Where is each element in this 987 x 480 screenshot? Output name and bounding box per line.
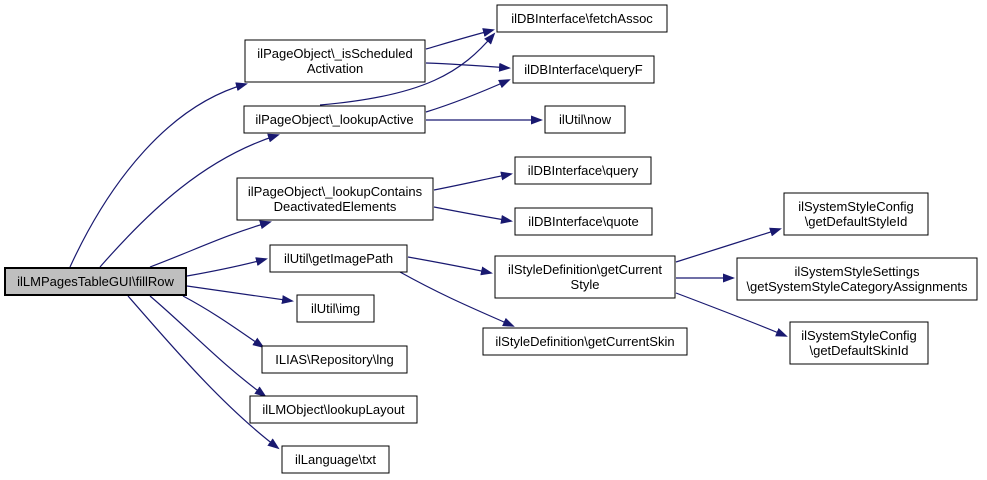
node-label-getCurrentSkin: ilStyleDefinition\getCurrentSkin xyxy=(495,334,674,349)
node-label-getImagePath: ilUtil\getImagePath xyxy=(284,251,393,266)
node-label-fillRow: ilLMPagesTableGUI\fillRow xyxy=(17,274,174,289)
edge-fillRow-lookupActive xyxy=(99,133,280,268)
node-box-quote[interactable] xyxy=(514,207,653,236)
node-getSystemStyleCategoryAssignments[interactable]: ilSystemStyleSettings\getSystemStyleCate… xyxy=(736,257,978,301)
node-box-lookupActive[interactable] xyxy=(243,105,426,134)
node-box-fillRow[interactable] xyxy=(4,267,187,296)
node-label-lng: ILIAS\Repository\lng xyxy=(275,352,394,367)
edge-lookupContainsDeactivatedElements-quote xyxy=(433,206,513,224)
node-label-fetchAssoc: ilDBInterface\fetchAssoc xyxy=(511,11,653,26)
edge-isScheduledActivation-fetchAssoc xyxy=(425,28,495,50)
node-txt[interactable]: ilLanguage\txt xyxy=(281,445,390,474)
edge-lookupActive-queryF xyxy=(425,79,511,113)
node-box-fetchAssoc[interactable] xyxy=(496,4,668,33)
edge-fillRow-txt xyxy=(127,295,280,450)
node-getDefaultStyleId[interactable]: ilSystemStyleConfig\getDefaultStyleId xyxy=(783,192,929,236)
node-quote[interactable]: ilDBInterface\quote xyxy=(514,207,653,236)
node-box-getDefaultSkinId[interactable] xyxy=(789,321,929,365)
node-queryF[interactable]: ilDBInterface\queryF xyxy=(512,55,655,84)
edge-isScheduledActivation-queryF xyxy=(425,62,511,72)
edge-getCurrentStyle-getDefaultStyleId xyxy=(675,227,782,263)
node-getCurrentSkin[interactable]: ilStyleDefinition\getCurrentSkin xyxy=(482,327,688,356)
edge-getImagePath-getCurrentSkin xyxy=(399,271,515,327)
node-box-lookupLayout[interactable] xyxy=(249,395,418,424)
node-now[interactable]: ilUtil\now xyxy=(544,105,626,134)
node-label-query: ilDBInterface\query xyxy=(528,163,639,178)
node-box-getImagePath[interactable] xyxy=(269,244,408,273)
node-label-txt: ilLanguage\txt xyxy=(295,452,376,467)
node-label-getSystemStyleCategoryAssignments: ilSystemStyleSettings\getSystemStyleCate… xyxy=(746,264,968,294)
edge-fillRow-isScheduledActivation xyxy=(69,82,248,268)
node-label-getDefaultSkinId: ilSystemStyleConfig\getDefaultSkinId xyxy=(801,328,917,358)
edge-fillRow-getImagePath xyxy=(186,257,268,277)
node-box-getSystemStyleCategoryAssignments[interactable] xyxy=(736,257,978,301)
node-fillRow[interactable]: ilLMPagesTableGUI\fillRow xyxy=(4,267,187,296)
node-label-quote: ilDBInterface\quote xyxy=(528,214,639,229)
edge-getCurrentStyle-getDefaultSkinId xyxy=(675,292,788,337)
node-label-now: ilUtil\now xyxy=(559,112,612,127)
node-label-getDefaultStyleId: ilSystemStyleConfig\getDefaultStyleId xyxy=(798,199,914,229)
edge-fillRow-img xyxy=(186,285,294,305)
node-box-getDefaultStyleId[interactable] xyxy=(783,192,929,236)
node-lng[interactable]: ILIAS\Repository\lng xyxy=(261,345,408,374)
edge-lookupContainsDeactivatedElements-query xyxy=(433,171,513,191)
edge-fillRow-lookupContainsDeactivatedElements xyxy=(149,220,272,268)
node-box-lookupContainsDeactivatedElements[interactable] xyxy=(236,177,434,221)
edge-lookupActive-fetchAssoc xyxy=(319,32,496,106)
node-label-lookupLayout: ilLMObject\lookupLayout xyxy=(262,402,405,417)
node-label-queryF: ilDBInterface\queryF xyxy=(524,62,643,77)
edge-fillRow-lng xyxy=(182,295,265,349)
node-fetchAssoc[interactable]: ilDBInterface\fetchAssoc xyxy=(496,4,668,33)
node-query[interactable]: ilDBInterface\query xyxy=(514,156,652,185)
node-lookupLayout[interactable]: ilLMObject\lookupLayout xyxy=(249,395,418,424)
node-box-now[interactable] xyxy=(544,105,626,134)
node-getDefaultSkinId[interactable]: ilSystemStyleConfig\getDefaultSkinId xyxy=(789,321,929,365)
node-box-lng[interactable] xyxy=(261,345,408,374)
node-box-getCurrentStyle[interactable] xyxy=(494,255,676,299)
edge-getImagePath-getCurrentStyle xyxy=(407,256,493,276)
node-box-img[interactable] xyxy=(296,294,375,323)
node-box-isScheduledActivation[interactable] xyxy=(244,39,426,83)
node-box-queryF[interactable] xyxy=(512,55,655,84)
node-label-lookupActive: ilPageObject\_lookupActive xyxy=(255,112,413,127)
node-getImagePath[interactable]: ilUtil\getImagePath xyxy=(269,244,408,273)
node-lookupActive[interactable]: ilPageObject\_lookupActive xyxy=(243,105,426,134)
node-box-getCurrentSkin[interactable] xyxy=(482,327,688,356)
node-img[interactable]: ilUtil\img xyxy=(296,294,375,323)
node-box-query[interactable] xyxy=(514,156,652,185)
node-label-img: ilUtil\img xyxy=(311,301,360,316)
edge-fillRow-lookupLayout xyxy=(149,295,267,398)
node-box-txt[interactable] xyxy=(281,445,390,474)
